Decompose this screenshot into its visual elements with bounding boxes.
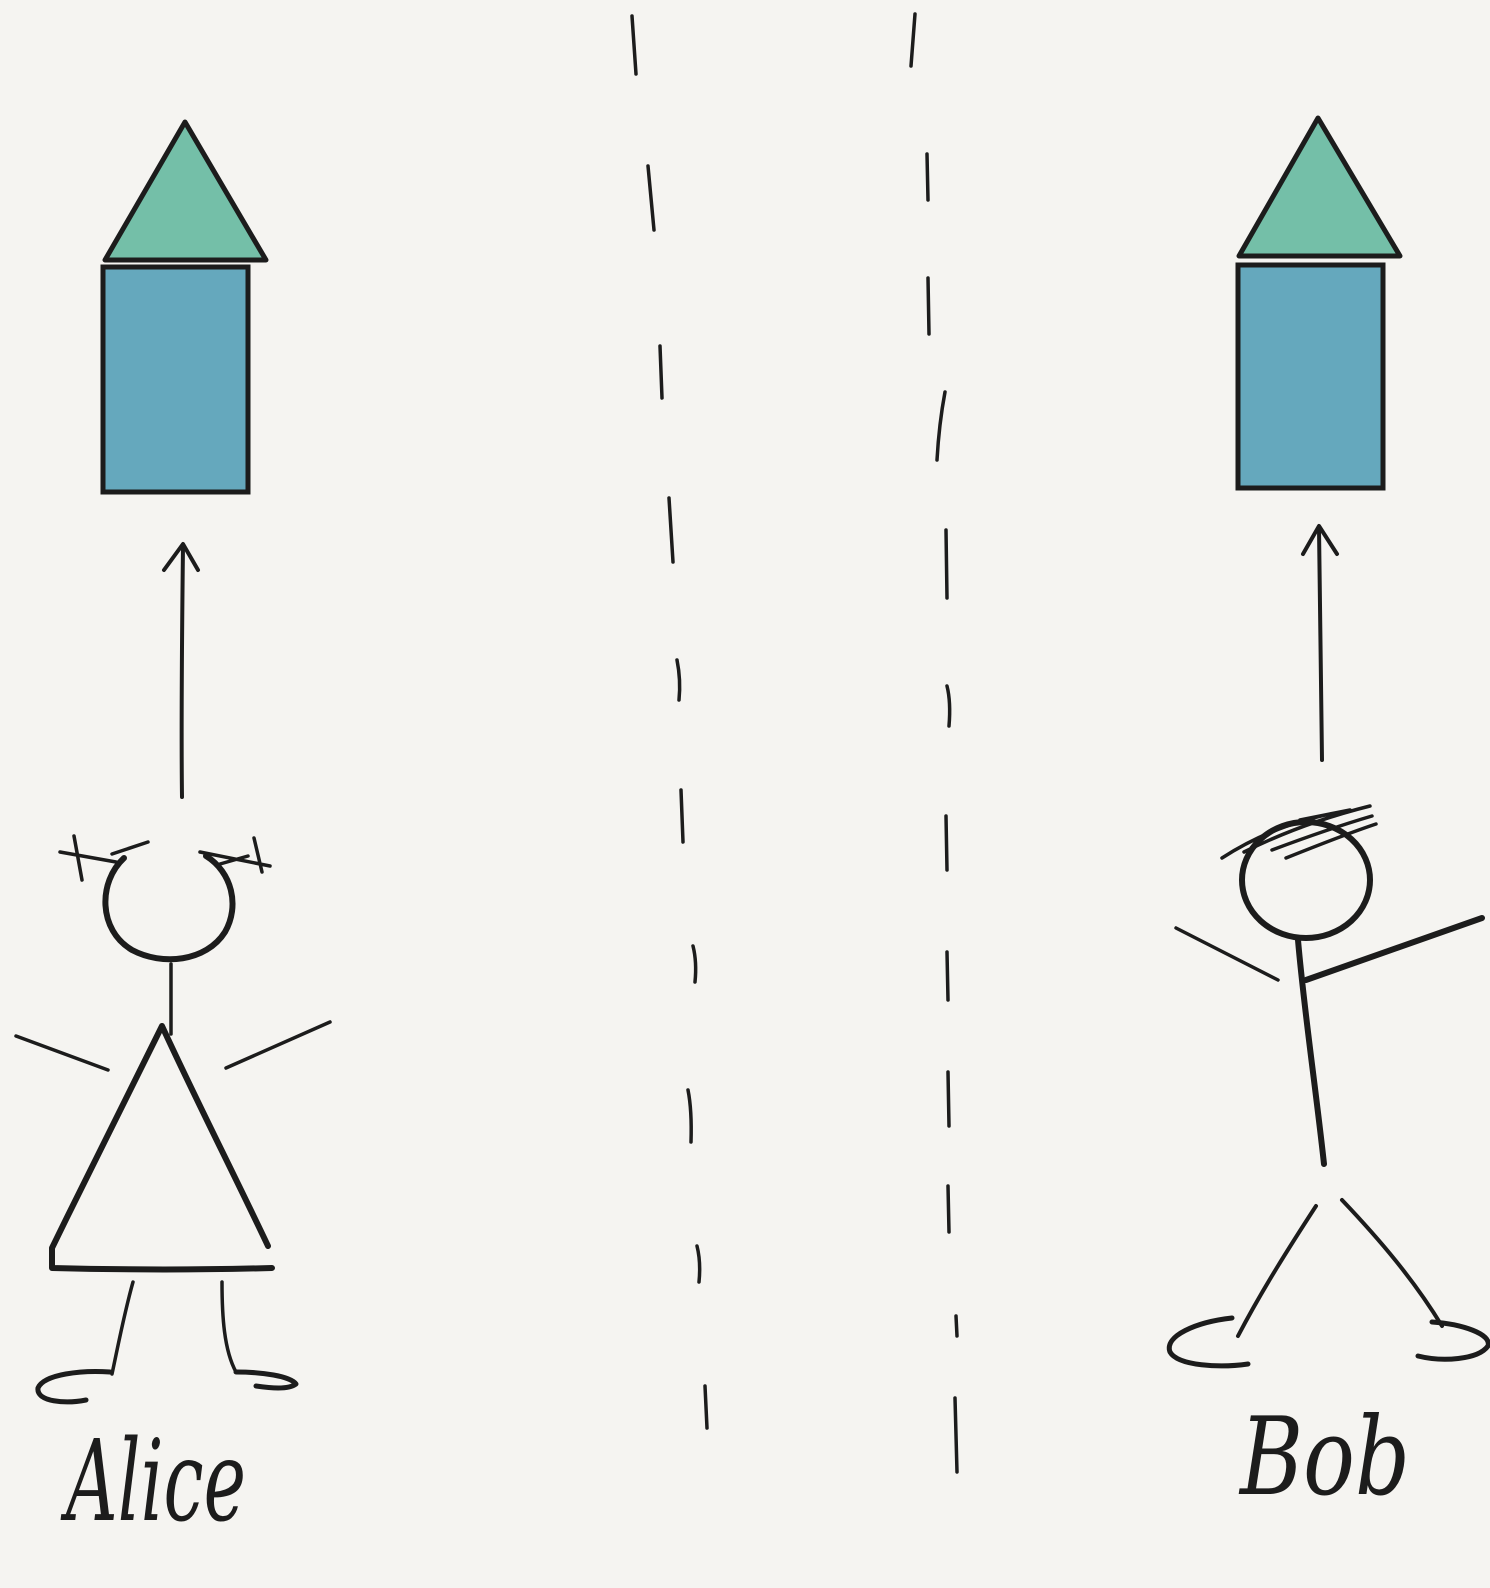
alice-house [100, 119, 269, 495]
bob-house-body [1235, 262, 1386, 491]
bob-head [1239, 819, 1373, 941]
bob-house-roof [1236, 115, 1403, 259]
bob-left-arm [1174, 926, 1280, 982]
bob-left-leg [1236, 1204, 1318, 1338]
bob-figure [1166, 804, 1490, 1369]
alice-right-arm [224, 1020, 332, 1070]
alice-house-body [100, 264, 251, 495]
alice-left-foot [35, 1369, 113, 1405]
alice-head [102, 853, 236, 963]
alice-dress [49, 1023, 275, 1273]
alice-left-arm [14, 1034, 110, 1072]
alice-house-roof [102, 119, 269, 263]
bob-house [1235, 115, 1403, 491]
bob-right-leg [1340, 1198, 1444, 1328]
alice-left-leg [110, 1280, 135, 1376]
bob-left-foot [1166, 1315, 1251, 1369]
alice-left-pigtail [58, 834, 150, 882]
alice-right-leg [220, 1280, 238, 1374]
bob-right-foot [1415, 1319, 1490, 1362]
bob-arrow [1301, 524, 1339, 762]
alice-right-pigtail [198, 836, 272, 874]
separator-line-right [909, 12, 959, 1474]
alice-figure [14, 834, 332, 1405]
alice-arrow [162, 542, 200, 799]
bob-body [1295, 937, 1327, 1167]
separator-line-left [630, 14, 709, 1430]
bob-hair [1220, 804, 1378, 860]
bob-name-label: Bob [1238, 1395, 1410, 1520]
alice-right-foot [233, 1369, 299, 1391]
alice-name-label: Alice [60, 1417, 246, 1547]
bob-right-arm [1303, 915, 1485, 983]
